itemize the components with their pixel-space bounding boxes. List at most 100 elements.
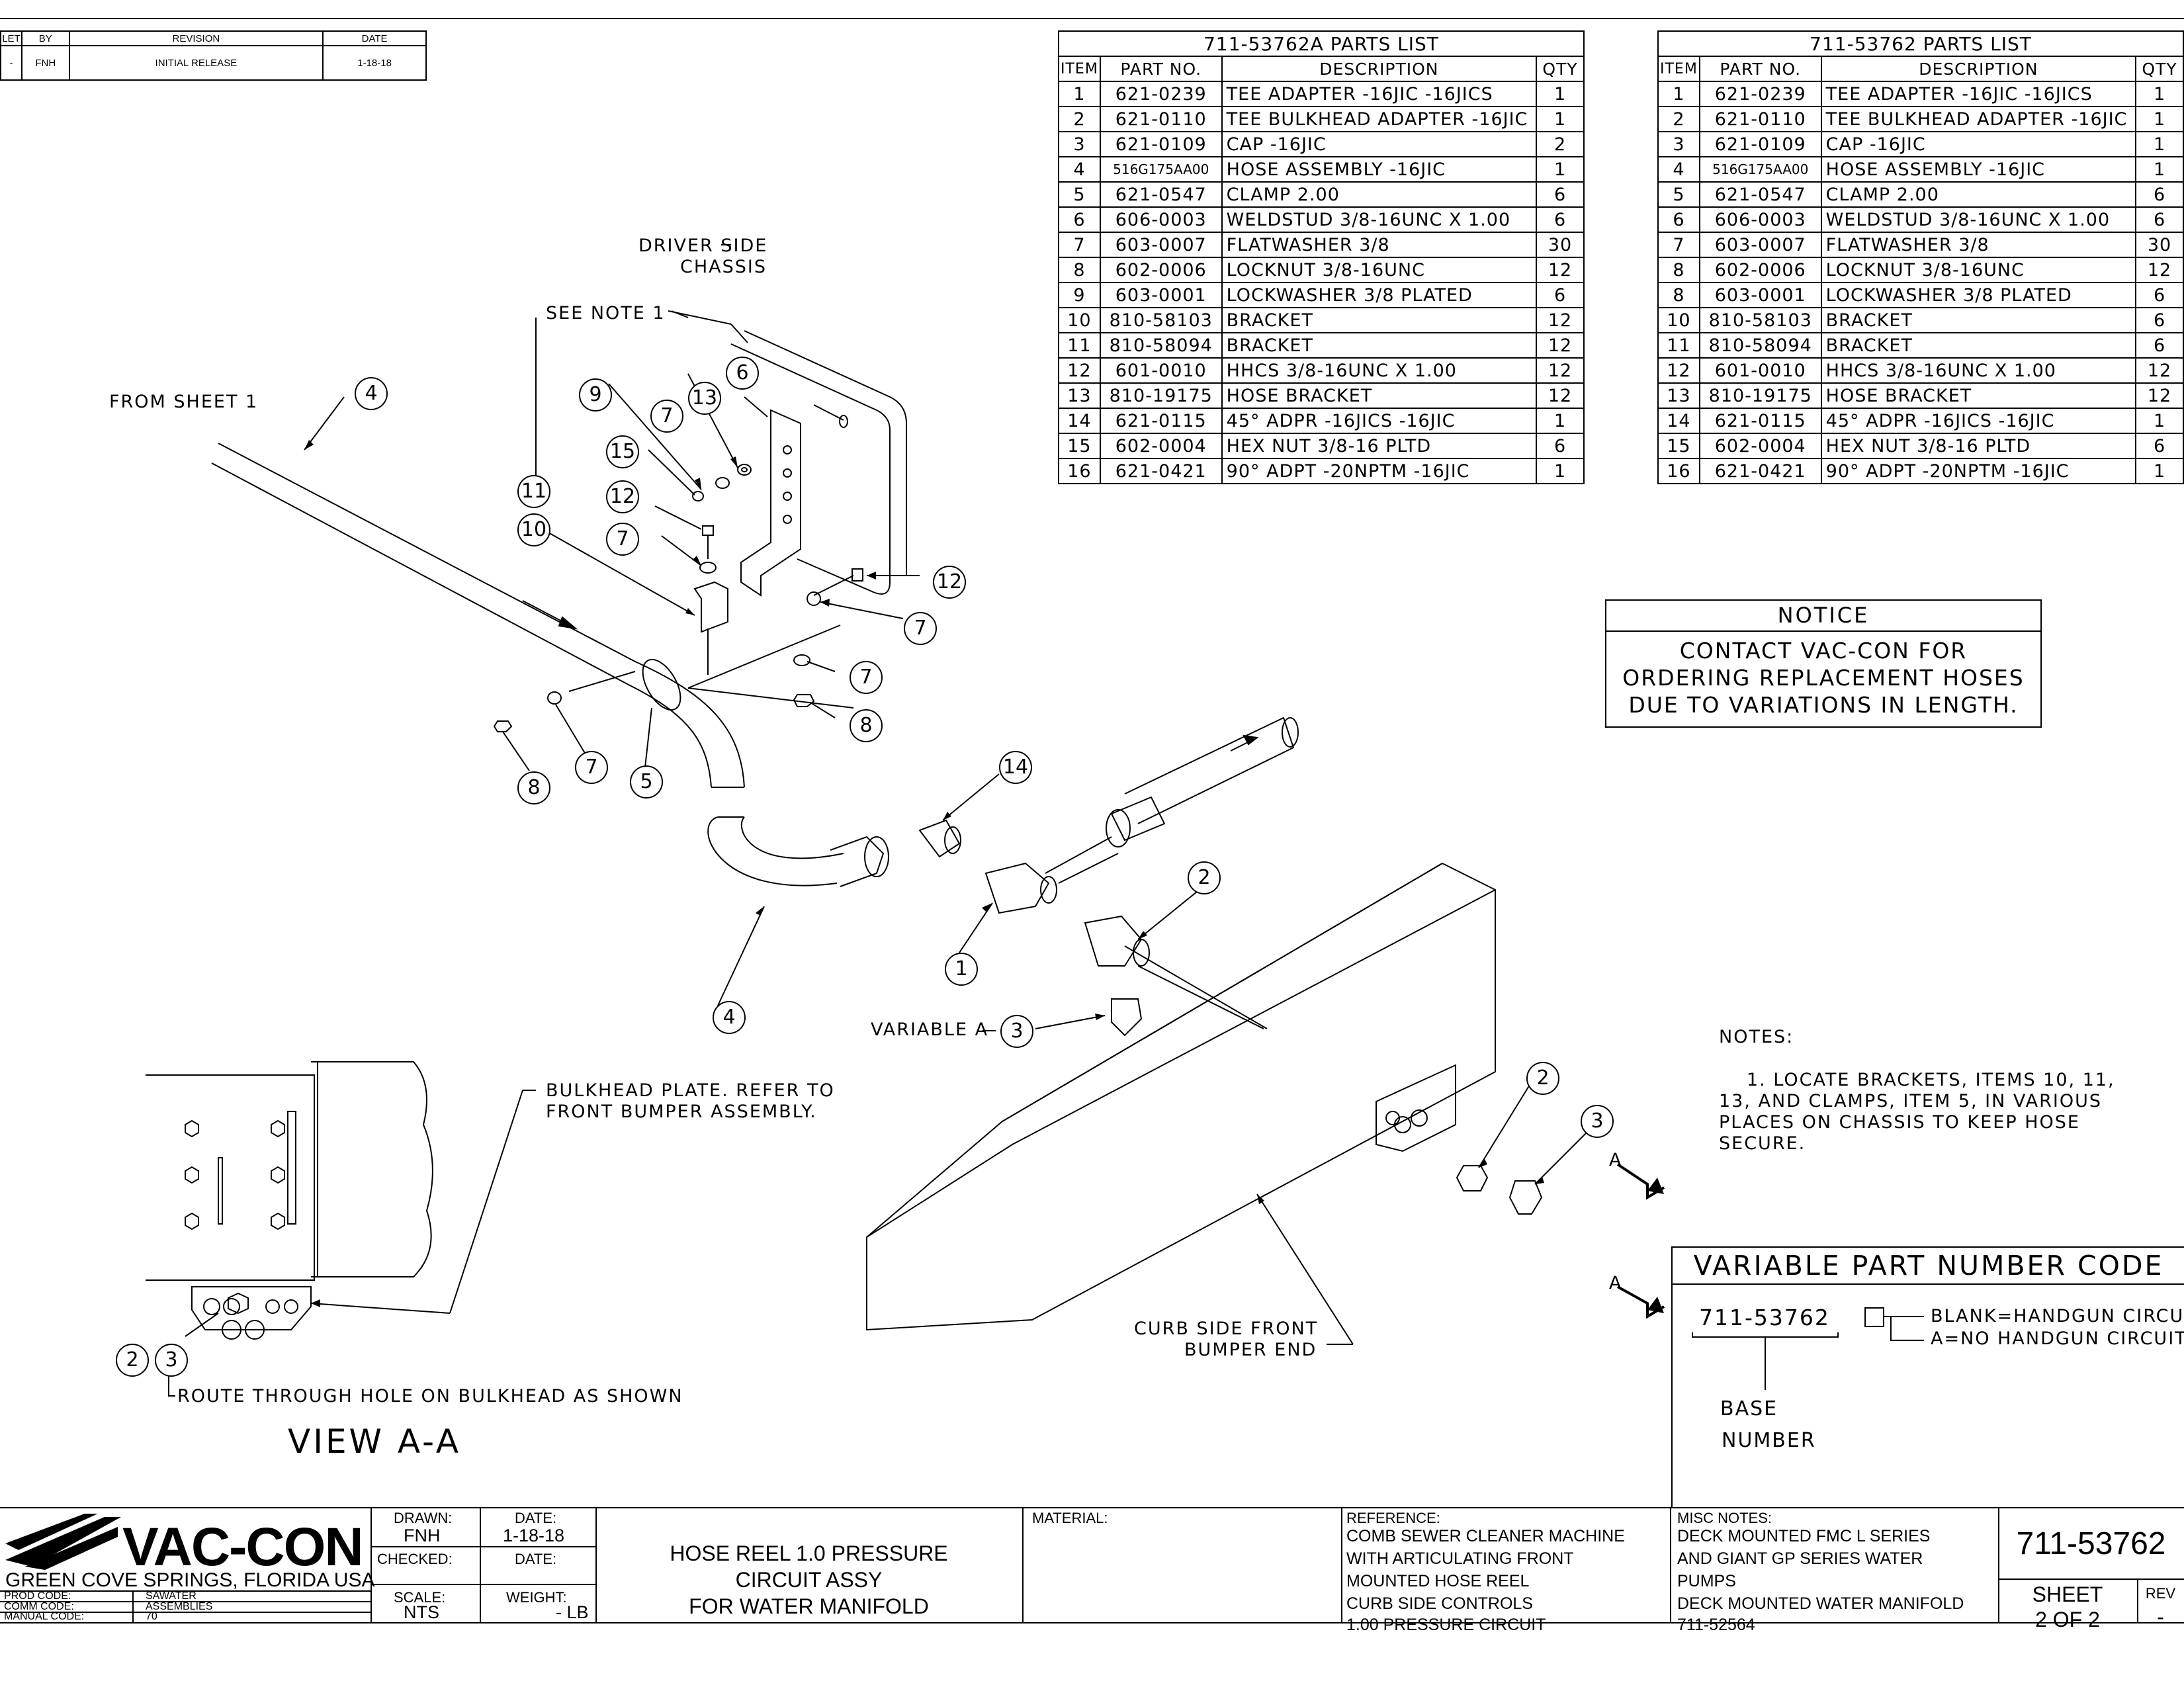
balloon-3c: 3 (155, 1344, 188, 1377)
variable-base-number: 711-53762 (1699, 1305, 1830, 1330)
balloon-8b: 8 (517, 771, 550, 804)
parts-cell-item-number: 4 (1657, 156, 1700, 183)
parts-cell-description: LOCKWASHER 3/8 PLATED (1820, 282, 2137, 308)
parts-cell-quantity: 1 (2135, 408, 2184, 434)
drawing-title-3: FOR WATER MANIFOLD (689, 1594, 929, 1618)
balloon-10: 10 (517, 513, 550, 546)
parts-cell-part-number: 621-0239 (1698, 81, 1822, 107)
parts-cell-quantity: 6 (2135, 282, 2184, 308)
parts-cell-description: LOCKNUT 3/8-16UNC (1221, 257, 1538, 283)
parts-b-header-qty: QTY (2135, 56, 2184, 82)
label-driver-side: DRIVER SIDE (638, 236, 768, 256)
parts-cell-quantity: 30 (1536, 232, 1585, 258)
reference-3: MOUNTED HOSE REEL (1346, 1572, 1530, 1590)
balloon-11: 11 (517, 475, 550, 508)
notice-line-3: DUE TO VARIATIONS IN LENGTH. (1628, 692, 2019, 718)
parts-cell-quantity: 12 (2135, 357, 2184, 384)
parts-cell-quantity: 6 (2135, 181, 2184, 208)
parts-cell-quantity: 6 (1536, 181, 1585, 208)
rev-header-by: BY (21, 30, 70, 46)
balloon-9: 9 (579, 378, 612, 411)
parts-cell-quantity: 6 (2135, 433, 2184, 459)
parts-cell-description: BRACKET (1820, 332, 2137, 359)
parts-cell-item-number: 7 (1058, 232, 1101, 258)
parts-cell-part-number: 602-0004 (1099, 433, 1223, 459)
company-name: VAC-CON (122, 1517, 364, 1577)
company-location: GREEN COVE SPRINGS, FLORIDA USA (5, 1569, 375, 1591)
reference-1: COMB SEWER CLEANER MACHINE (1346, 1527, 1625, 1545)
parts-cell-quantity: 1 (2135, 131, 2184, 157)
rev-header-let: LET (0, 30, 22, 46)
parts-cell-description: BRACKET (1221, 307, 1538, 333)
balloon-7c: 7 (904, 612, 937, 645)
parts-cell-quantity: 1 (1536, 408, 1585, 434)
material-label: MATERIAL: (1032, 1510, 1108, 1526)
reference-4: CURB SIDE CONTROLS (1346, 1594, 1533, 1613)
sheet-number: 2 OF 2 (2035, 1608, 2100, 1631)
note-line-1: 1. LOCATE BRACKETS, ITEMS 10, 11, (1747, 1070, 2115, 1090)
notice-line-2: ORDERING REPLACEMENT HOSES (1622, 665, 2025, 691)
parts-cell-item-number: 5 (1058, 181, 1101, 208)
label-curb-side: CURB SIDE FRONT (1134, 1319, 1319, 1339)
parts-cell-description: BRACKET (1820, 307, 2137, 333)
balloon-7e: 7 (575, 751, 608, 784)
parts-cell-item-number: 9 (1058, 282, 1101, 308)
base-label-1: BASE (1720, 1397, 1778, 1420)
balloon-6: 6 (726, 357, 759, 390)
parts-cell-description: CAP -16JIC (1221, 131, 1538, 157)
parts-cell-part-number: 602-0006 (1698, 257, 1822, 283)
label-variable-a: VARIABLE A (871, 1019, 989, 1040)
parts-cell-description: HOSE ASSEMBLY -16JIC (1820, 156, 2137, 183)
parts-cell-description: HOSE ASSEMBLY -16JIC (1221, 156, 1538, 183)
base-label-2: NUMBER (1722, 1429, 1816, 1452)
parts-cell-part-number: 606-0003 (1099, 206, 1223, 233)
note-line-2: 13, AND CLAMPS, ITEM 5, IN VARIOUS (1719, 1091, 2102, 1111)
prod-code: SAWATER (146, 1590, 197, 1602)
parts-a-header-description: DESCRIPTION (1221, 56, 1538, 82)
parts-cell-part-number: 601-0010 (1099, 357, 1223, 384)
parts-cell-quantity: 1 (1536, 106, 1585, 132)
reference-label: REFERENCE: (1346, 1510, 1440, 1526)
parts-cell-description: TEE ADAPTER -16JIC -16JICS (1820, 81, 2137, 107)
parts-cell-item-number: 12 (1657, 357, 1700, 384)
variable-option-blank: BLANK=HANDGUN CIRCUIT (1931, 1306, 2184, 1326)
parts-cell-quantity: 1 (2135, 156, 2184, 183)
parts-cell-quantity: 1 (2135, 458, 2184, 484)
parts-cell-description: BRACKET (1221, 332, 1538, 359)
rev-description: INITIAL RELEASE (68, 45, 324, 81)
parts-cell-part-number: 621-0421 (1099, 458, 1223, 484)
balloon-14: 14 (999, 751, 1032, 784)
parts-cell-description: FLATWASHER 3/8 (1221, 232, 1538, 258)
hose-line-bottom (211, 462, 629, 685)
parts-cell-description: WELDSTUD 3/8-16UNC X 1.00 (1820, 206, 2137, 233)
parts-cell-part-number: 621-0109 (1099, 131, 1223, 157)
parts-cell-description: HOSE BRACKET (1221, 382, 1538, 409)
comm-code: ASSEMBLIES (146, 1601, 213, 1612)
variable-code-leaders (1692, 1316, 1924, 1390)
parts-cell-part-number: 621-0109 (1698, 131, 1822, 157)
parts-cell-quantity: 12 (1536, 382, 1585, 409)
parts-cell-quantity: 1 (2135, 81, 2184, 107)
notice-title: NOTICE (1606, 601, 2040, 632)
variable-code-box: VARIABLE PART NUMBER CODE 711-53762 BLAN… (1671, 1246, 2184, 1508)
section-marker-a-top: A (1609, 1150, 1623, 1170)
rev-label: REV (2145, 1585, 2176, 1602)
parts-cell-quantity: 1 (1536, 81, 1585, 107)
parts-cell-description: HEX NUT 3/8-16 PLTD (1820, 433, 2137, 459)
parts-cell-item-number: 10 (1657, 307, 1700, 333)
misc-note-1: DECK MOUNTED FMC L SERIES (1677, 1527, 1931, 1545)
parts-b-header-description: DESCRIPTION (1820, 56, 2137, 82)
parts-cell-quantity: 6 (1536, 433, 1585, 459)
misc-note-3: PUMPS (1677, 1572, 1736, 1590)
parts-cell-item-number: 8 (1657, 282, 1700, 308)
